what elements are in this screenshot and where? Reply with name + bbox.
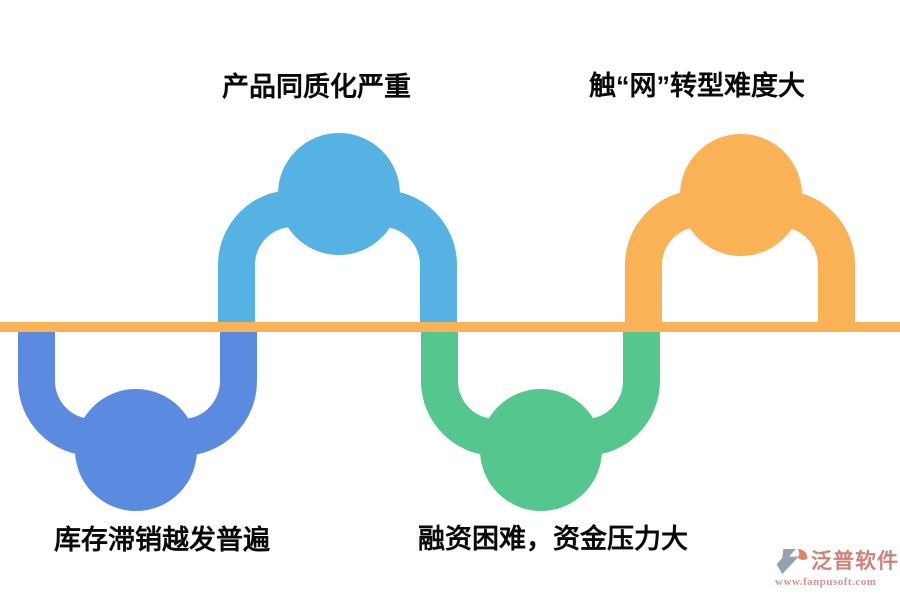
label-online-transformation: 触“网”转型难度大 — [589, 71, 805, 101]
label-inventory-stagnation: 库存滞销越发普遍 — [54, 525, 270, 555]
fanpu-logo-icon — [776, 548, 808, 575]
label-product-homogenization: 产品同质化严重 — [222, 72, 411, 102]
brand-name: 泛普软件 — [811, 550, 899, 573]
label-financing-pressure: 融资困难，资金压力大 — [418, 524, 688, 554]
baseline — [0, 322, 900, 332]
wave-node-peak-orange — [680, 134, 802, 256]
brand-url: www.fanpusoft.com — [775, 576, 877, 588]
brand-watermark: 泛普软件 www.fanpusoft.com — [775, 548, 899, 588]
wave-node-trough-blue — [75, 389, 197, 511]
wave-node-peak-lightblue — [278, 133, 400, 255]
wave-node-trough-green — [480, 389, 602, 511]
